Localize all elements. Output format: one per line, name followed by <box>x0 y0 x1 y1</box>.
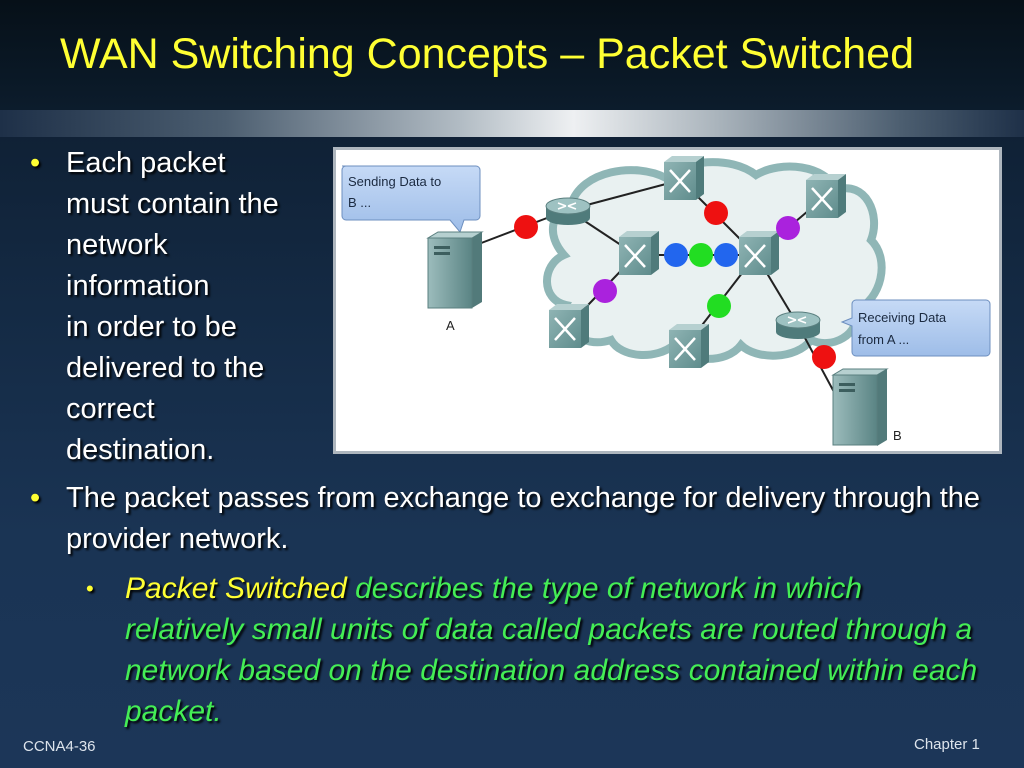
sub-bullet-text: Packet Switched describes the type of ne… <box>125 568 986 732</box>
switch-icon-top <box>664 156 704 200</box>
host-b-server-icon: B <box>831 368 902 446</box>
sending-callout: Sending Data to B ... <box>341 165 481 234</box>
router-icon-left <box>545 197 591 225</box>
footer-chapter: Chapter 1 <box>914 736 980 753</box>
sub-bullet-dot-icon: • <box>86 576 94 601</box>
svg-text:Sending Data to: Sending Data to <box>348 174 441 189</box>
switch-icon-bottom-center <box>669 324 709 368</box>
bullet-dot-icon: • <box>30 482 41 514</box>
svg-text:Receiving Data: Receiving Data <box>858 310 947 325</box>
packet-green <box>689 243 713 267</box>
receiving-callout: Receiving Data from A ... <box>840 299 991 357</box>
router-icon-right <box>775 311 821 339</box>
packet-blue <box>664 243 688 267</box>
bullet-2-text: The packet passes from exchange to excha… <box>66 482 981 555</box>
footer-course-code: CCNA4-36 <box>23 738 96 755</box>
bullet-1: • Each packet must contain the network i… <box>30 143 330 471</box>
header-divider-bar <box>0 110 1024 137</box>
title-bar: WAN Switching Concepts – Packet Switched <box>0 0 1024 110</box>
switch-icon-center-right <box>739 231 779 275</box>
packet-switching-diagram: Sending Data to B ... Receiving Data fro… <box>333 147 1002 454</box>
packets <box>514 201 836 369</box>
bullet-2: • The packet passes from exchange to exc… <box>30 478 990 560</box>
network-diagram-svg: Sending Data to B ... Receiving Data fro… <box>336 150 999 451</box>
svg-text:B: B <box>893 428 902 443</box>
svg-text:from A ...: from A ... <box>858 332 909 347</box>
term-description: describes the type of network in which r… <box>125 572 978 728</box>
packet-green <box>707 294 731 318</box>
sub-bullet: • Packet Switched describes the type of … <box>86 568 986 732</box>
bullet-dot-icon: • <box>30 147 41 179</box>
switch-icon-center-left <box>619 231 659 275</box>
packet-red <box>704 201 728 225</box>
switch-icon-top-right <box>806 174 846 218</box>
packet-red <box>514 215 538 239</box>
packet-red <box>812 345 836 369</box>
svg-text:B ...: B ... <box>348 195 371 210</box>
host-a-server-icon: A <box>426 231 484 333</box>
slide-title: WAN Switching Concepts – Packet Switched <box>60 30 914 78</box>
packet-purple <box>776 216 800 240</box>
switch-icon-bottom-left <box>549 304 589 348</box>
svg-text:A: A <box>446 318 455 333</box>
highlighted-term: Packet Switched <box>125 572 347 605</box>
bullet-1-text: Each packet must contain the network inf… <box>66 147 279 466</box>
packet-blue <box>714 243 738 267</box>
packet-purple <box>593 279 617 303</box>
